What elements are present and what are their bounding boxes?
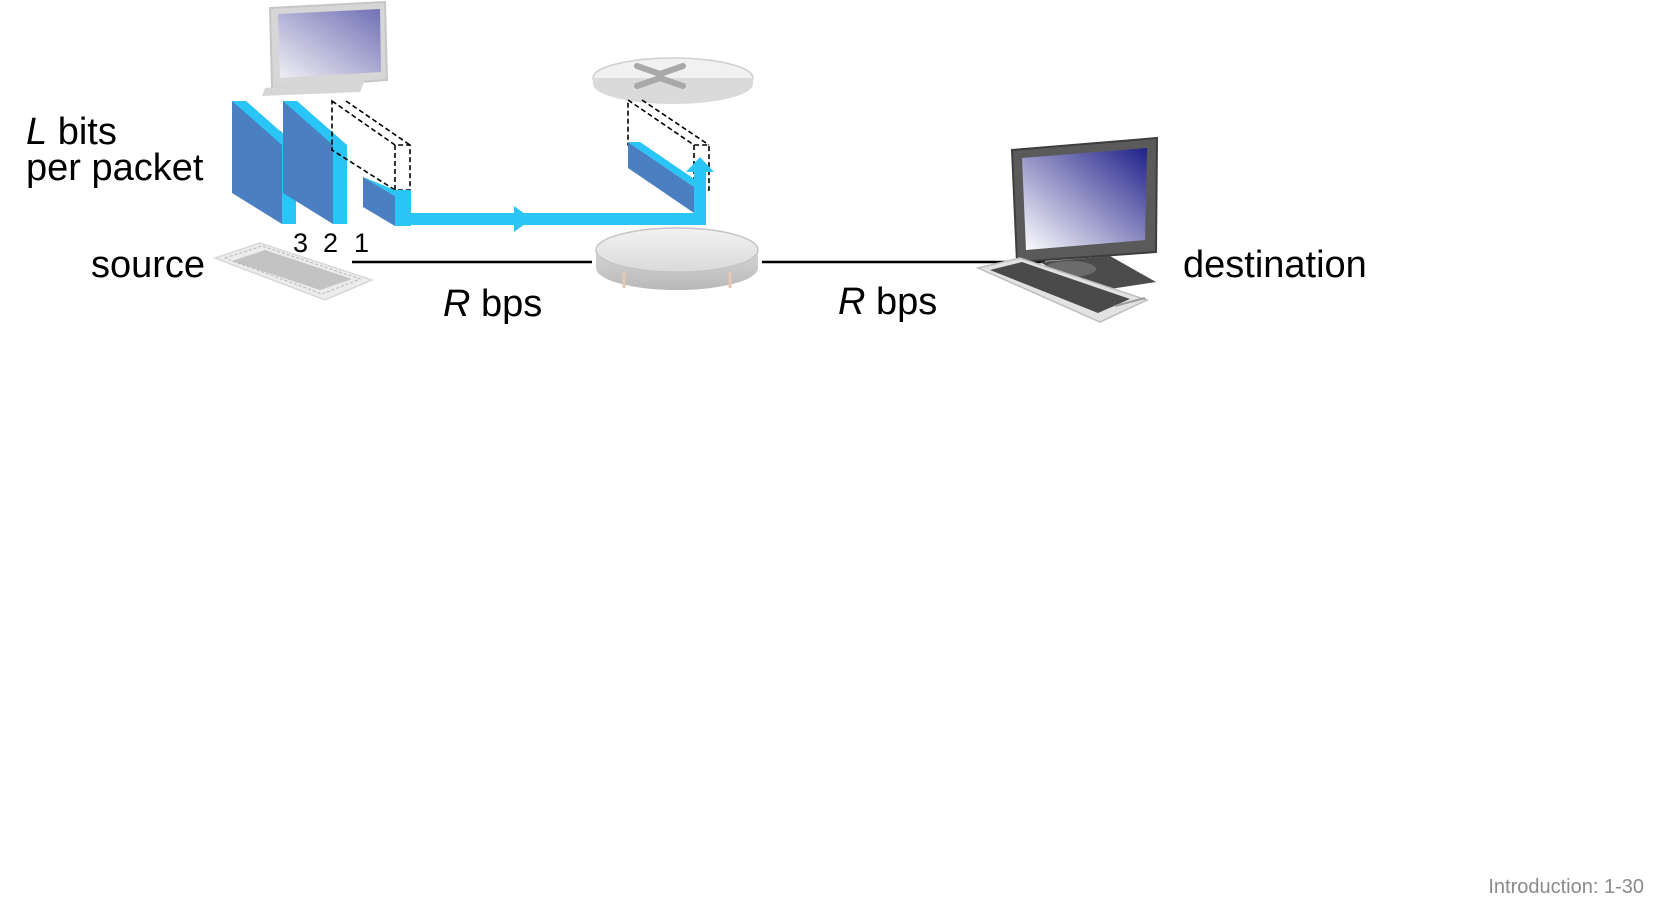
source-computer-icon	[262, 0, 389, 96]
packet-number-2: 2	[323, 228, 339, 258]
router-ghost-icon	[592, 57, 754, 104]
link1-rate-unit: bps	[481, 283, 543, 325]
link2-rate-var: R	[838, 281, 866, 323]
bits-per-packet-label: L bits	[26, 113, 117, 151]
keyboard-icon	[212, 242, 375, 301]
router-icon	[595, 227, 759, 290]
bits-word: bits	[57, 111, 117, 153]
source-label: source	[91, 244, 206, 286]
packet-number-1: 1	[354, 228, 370, 258]
destination-computer-icon	[975, 136, 1159, 323]
link2-rate-label: R bps	[838, 283, 937, 321]
packet-number-3: 3	[293, 228, 309, 258]
link2-rate-unit: bps	[876, 281, 938, 323]
per-packet-label: per packet	[26, 147, 204, 189]
link1-rate-var: R	[443, 283, 471, 325]
link1-rate-label: R bps	[443, 285, 542, 323]
packet-2	[283, 101, 347, 224]
slide-footer: Introduction: 1-30	[1488, 876, 1644, 898]
packet-1	[331, 99, 411, 226]
packet-length-var: L	[26, 111, 48, 153]
router-buffer-packet	[627, 98, 714, 213]
destination-label: destination	[1183, 244, 1367, 286]
